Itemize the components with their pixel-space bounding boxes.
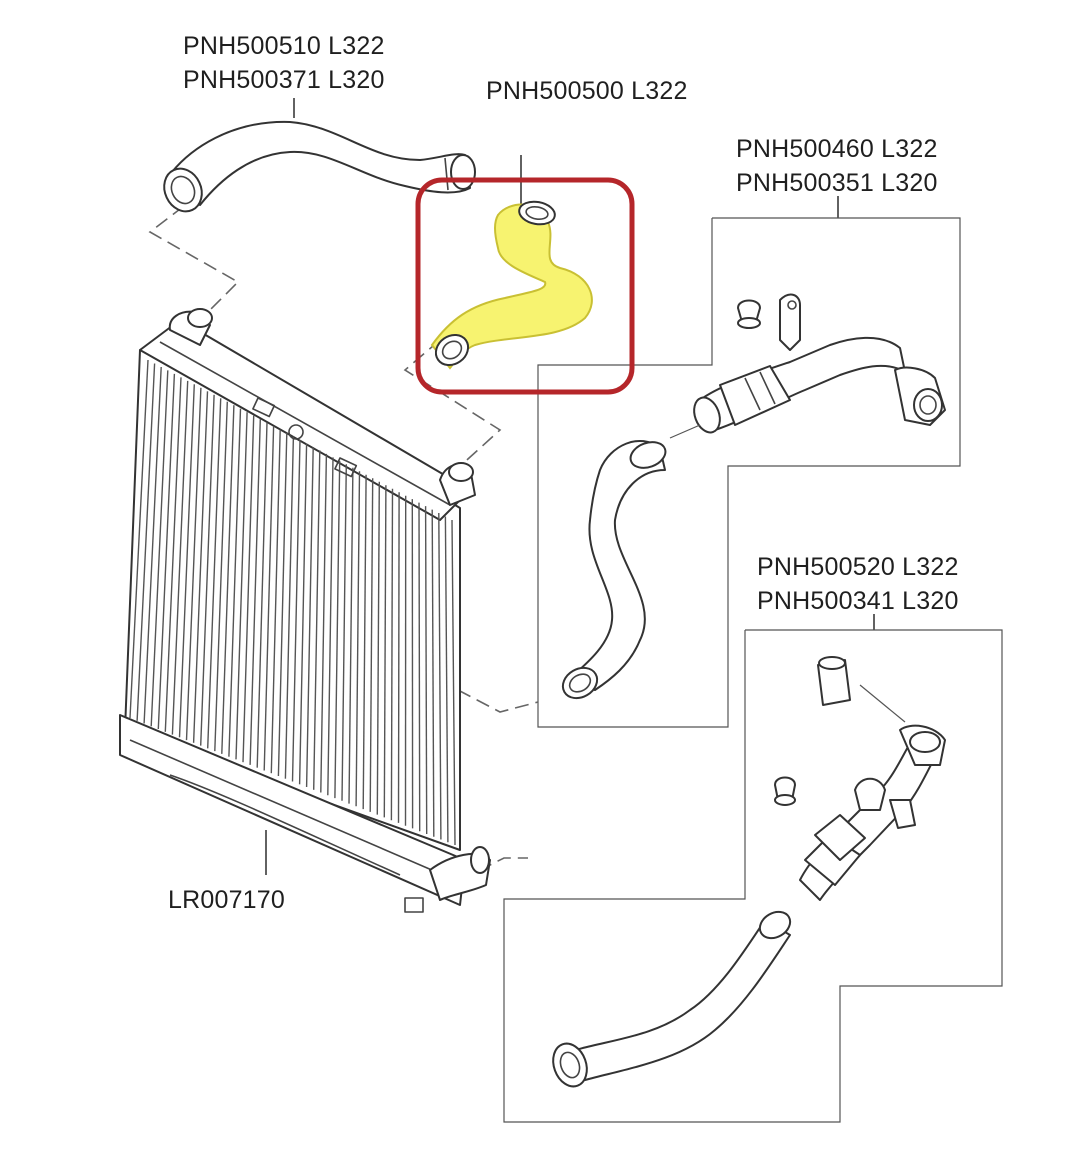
intercooler-fin bbox=[228, 408, 242, 757]
intercooler-fin bbox=[418, 502, 421, 832]
intercooler-fin bbox=[327, 457, 334, 796]
intercooler-fin bbox=[424, 506, 428, 835]
intercooler-fin bbox=[185, 387, 202, 741]
intercooler-fin bbox=[369, 478, 374, 812]
intercooler-fin bbox=[129, 359, 149, 719]
connection-dashes bbox=[148, 205, 539, 881]
intercooler-fin bbox=[313, 450, 321, 790]
intercooler-fin bbox=[263, 426, 275, 771]
intercooler-fin bbox=[334, 460, 341, 799]
highlight-box bbox=[415, 177, 635, 395]
label-top-hose-line1: PNH500510 L322 bbox=[183, 32, 385, 60]
intercooler-fin bbox=[270, 429, 281, 774]
lower-right-group-box bbox=[503, 629, 1003, 1123]
label-lower-right-line1: PNH500520 L322 bbox=[757, 553, 959, 581]
intercooler-fins bbox=[129, 359, 456, 846]
intercooler-fin bbox=[291, 439, 301, 782]
intercooler-fin bbox=[277, 432, 288, 777]
intercooler-fin bbox=[207, 398, 222, 749]
intercooler-fin bbox=[362, 474, 367, 810]
intercooler-fin bbox=[284, 436, 295, 779]
intercooler-fin bbox=[438, 512, 442, 840]
intercooler-fin bbox=[242, 415, 255, 763]
label-lower-right-line2: PNH500341 L320 bbox=[757, 587, 959, 615]
label-upper-right-line2: PNH500351 L320 bbox=[736, 169, 938, 197]
intercooler-fin bbox=[390, 488, 394, 821]
upper-right-group-box bbox=[537, 217, 961, 728]
lower-right-hose bbox=[552, 910, 792, 1088]
intercooler-fin bbox=[256, 422, 268, 768]
leader-lines bbox=[265, 98, 875, 875]
intercooler-fin bbox=[150, 370, 169, 727]
intercooler-fin bbox=[431, 509, 435, 837]
intercooler-fin bbox=[383, 485, 387, 818]
intercooler-fin bbox=[355, 471, 361, 807]
intercooler-fin bbox=[164, 377, 182, 732]
label-highlighted-hose: PNH500500 L322 bbox=[486, 77, 688, 105]
intercooler-fin bbox=[444, 516, 449, 843]
intercooler-fin bbox=[397, 492, 400, 823]
intercooler-fin bbox=[451, 519, 456, 846]
top-hose bbox=[163, 120, 476, 213]
intercooler-fin bbox=[235, 412, 248, 760]
intercooler-fin bbox=[320, 453, 328, 793]
intercooler-fin bbox=[178, 384, 195, 738]
intercooler-fin bbox=[298, 443, 308, 785]
intercooler-fin bbox=[214, 401, 228, 752]
intercooler-fin bbox=[157, 373, 176, 730]
intercooler-fin bbox=[200, 394, 215, 746]
label-intercooler: LR007170 bbox=[168, 886, 285, 914]
label-upper-right-line1: PNH500460 L322 bbox=[736, 135, 938, 163]
intercooler-fin bbox=[221, 405, 235, 754]
intercooler-fin bbox=[376, 481, 380, 815]
intercooler-fin bbox=[305, 446, 314, 788]
upper-right-hose bbox=[561, 439, 667, 700]
intercooler-fin bbox=[192, 391, 209, 743]
intercooler-fin bbox=[341, 464, 347, 801]
lower-right-pipe bbox=[774, 656, 946, 901]
intercooler-fin bbox=[136, 363, 156, 721]
upper-right-pipe bbox=[669, 293, 946, 439]
intercooler-fin bbox=[249, 419, 261, 765]
intercooler bbox=[119, 308, 491, 913]
label-top-hose-line2: PNH500371 L320 bbox=[183, 66, 385, 94]
intercooler-fin bbox=[171, 380, 189, 735]
intercooler-fin bbox=[348, 467, 354, 804]
intercooler-fin bbox=[143, 366, 162, 724]
highlighted-hose bbox=[415, 177, 635, 395]
